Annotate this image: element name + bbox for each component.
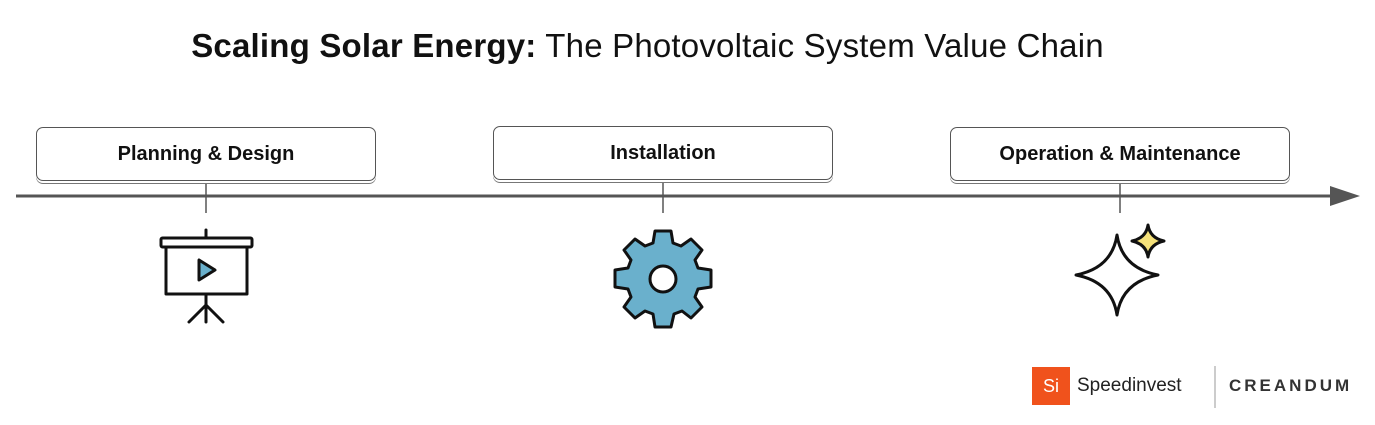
title-light: The Photovoltaic System Value Chain (545, 27, 1104, 64)
gear-icon (613, 229, 713, 329)
speedinvest-logo-mark: Si (1032, 367, 1070, 405)
stage-planning-design: Planning & Design (36, 127, 376, 181)
timeline-arrowhead (1330, 186, 1360, 206)
page-title: Scaling Solar Energy: The Photovoltaic S… (0, 26, 1295, 66)
presentation-board-icon (159, 228, 254, 324)
title-bold: Scaling Solar Energy: (191, 27, 537, 64)
sparkle-icon (1074, 223, 1166, 317)
speedinvest-logo-name: Speedinvest (1077, 375, 1182, 396)
stage-label: Planning & Design (117, 142, 295, 165)
stage-operation-maintenance: Operation & Maintenance (950, 127, 1290, 181)
stage-label: Installation (610, 141, 716, 164)
creandum-logo: CREANDUM (1229, 376, 1353, 395)
stage-installation: Installation (493, 126, 833, 180)
logo-divider (1214, 366, 1216, 408)
stage-label: Operation & Maintenance (999, 142, 1241, 165)
